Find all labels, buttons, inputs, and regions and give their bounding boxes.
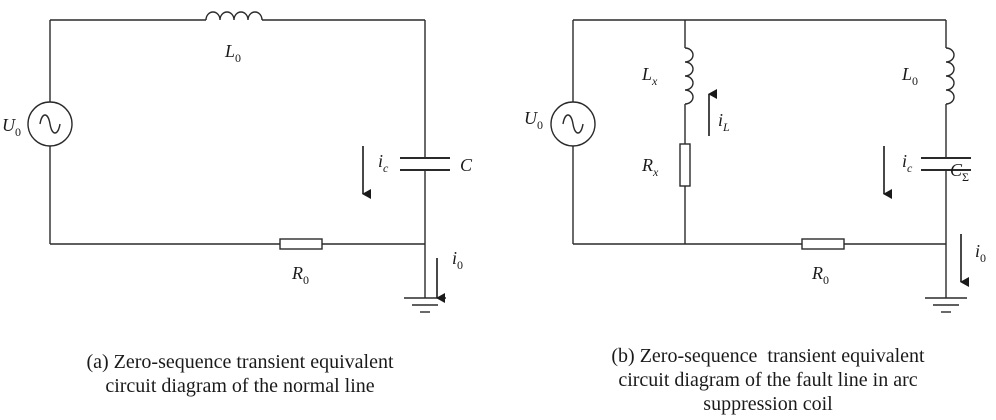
b-coil-inductor-icon <box>684 47 694 105</box>
caption-a: (a) Zero-sequence transient equivalent c… <box>40 350 440 398</box>
b-resistor-icon <box>801 238 845 250</box>
caption-b: (b) Zero-sequence transient equivalent c… <box>548 344 988 416</box>
b-source-label: U0 <box>524 108 543 132</box>
a-inductor-label: L0 <box>224 41 241 65</box>
b-sine-wave-icon <box>562 114 584 134</box>
b-coil-resistor-label: Rx <box>641 155 659 179</box>
b-coil-inductor-label: Lx <box>641 64 658 88</box>
b-capacitor-current-label: ic <box>902 151 913 175</box>
a-source-label: U0 <box>2 115 21 139</box>
diagram-a: L0 U0 ic C R0 i0 <box>2 11 473 313</box>
b-ac-source-icon <box>550 101 596 147</box>
b-line-inductor-label: L0 <box>901 64 918 88</box>
b-coil-resistor-icon <box>679 143 691 187</box>
b-ground-icon <box>925 297 967 313</box>
a-resistor-label: R0 <box>291 263 309 287</box>
b-capacitor-label: CΣ <box>950 160 969 184</box>
a-capacitor-current-label: ic <box>378 151 389 175</box>
a-ground-icon <box>404 297 446 313</box>
caption-b-line-3: suppression coil <box>703 393 833 415</box>
caption-a-line-1: (a) Zero-sequence transient equivalent <box>86 351 394 373</box>
a-ground-current-label: i0 <box>452 248 463 272</box>
a-resistor-icon <box>279 238 323 250</box>
a-sine-wave-icon <box>39 114 61 134</box>
b-resistor-label: R0 <box>811 263 829 287</box>
b-coil-current-label: iL <box>718 110 730 134</box>
a-ac-source-icon <box>27 101 73 147</box>
b-line-inductor-icon <box>945 47 955 105</box>
a-inductor-icon <box>205 11 263 21</box>
caption-a-line-2: circuit diagram of the normal line <box>105 375 375 397</box>
b-ground-current-label: i0 <box>975 241 986 265</box>
caption-b-line-2: circuit diagram of the fault line in arc <box>618 369 918 391</box>
diagram-b: Lx iL Rx U0 L0 ic CΣ R0 i0 <box>524 19 986 313</box>
caption-b-line-1: (b) Zero-sequence transient equivalent <box>611 345 925 367</box>
a-capacitor-label: C <box>460 155 473 175</box>
